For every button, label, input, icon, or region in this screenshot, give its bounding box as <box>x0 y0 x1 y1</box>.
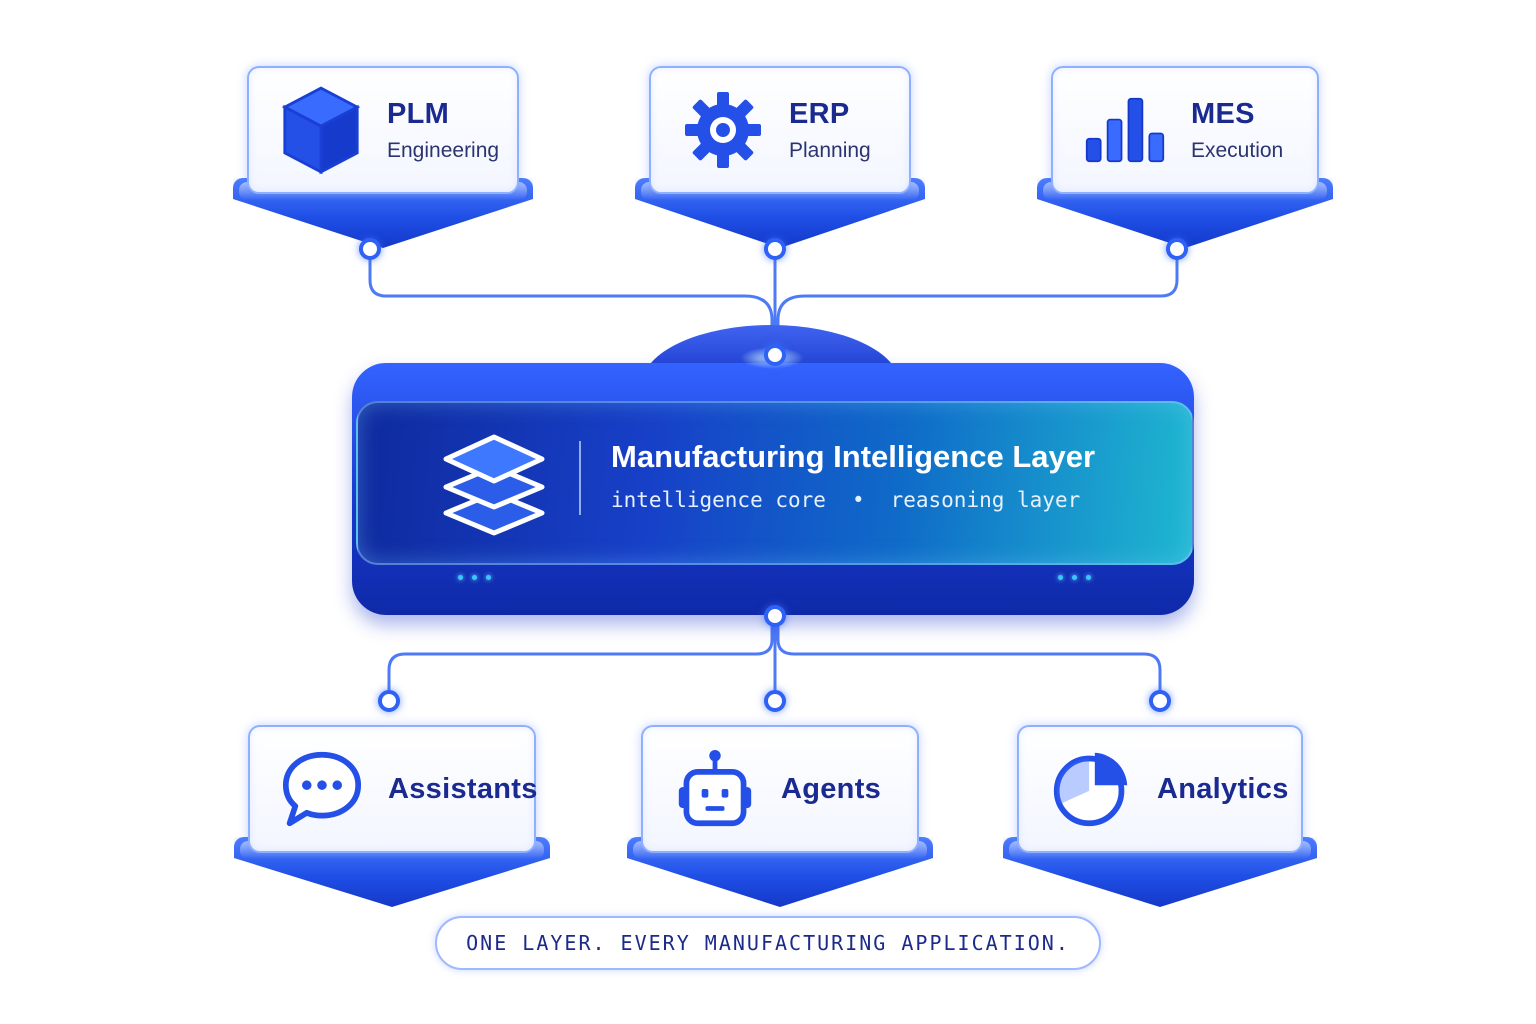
core-divider <box>579 441 581 515</box>
connector-dot-core-bottom <box>764 605 786 627</box>
core-tag-intelligence: intelligence core <box>611 488 826 512</box>
node-erp-subtitle: Planning <box>789 138 871 162</box>
node-plm-card: PLM Engineering <box>247 66 519 194</box>
node-agents-title: Agents <box>781 772 882 805</box>
node-agents[interactable]: Agents <box>627 725 933 915</box>
node-assistants-title: Assistants <box>388 772 538 805</box>
chat-bubble-icon <box>282 749 362 829</box>
robot-icon <box>675 749 755 829</box>
connector-dot-mes <box>1166 238 1188 260</box>
node-plm-title: PLM <box>387 97 450 130</box>
stacked-layers-icon <box>440 429 548 541</box>
connector-mes-core <box>776 252 1179 350</box>
connector-dot-analytics <box>1149 690 1171 712</box>
node-plm[interactable]: PLM Engineering <box>233 66 533 256</box>
core-status-leds-left <box>458 575 491 580</box>
connector-dot-assistants <box>378 690 400 712</box>
node-mes-card: MES Execution <box>1051 66 1319 194</box>
pie-chart-icon <box>1051 749 1131 829</box>
node-erp[interactable]: ERP Planning <box>635 66 925 256</box>
tagline-pill: ONE LAYER. EVERY MANUFACTURING APPLICATI… <box>435 916 1101 970</box>
node-analytics-title: Analytics <box>1157 772 1289 805</box>
gear-icon <box>683 90 763 170</box>
connector-core-assistants <box>387 622 774 697</box>
node-erp-title: ERP <box>789 97 850 130</box>
node-analytics-card: Analytics <box>1017 725 1303 853</box>
node-agents-card: Agents <box>641 725 919 853</box>
node-plm-subtitle: Engineering <box>387 138 500 162</box>
node-mes-title: MES <box>1191 97 1255 130</box>
connector-dot-erp <box>764 238 786 260</box>
core-status-leds-right <box>1058 575 1091 580</box>
core-tags: intelligence core • reasoning layer <box>611 488 1080 512</box>
core-tag-reasoning: reasoning layer <box>890 488 1081 512</box>
connector-dot-agents <box>764 690 786 712</box>
node-mes[interactable]: MES Execution <box>1037 66 1333 256</box>
connector-core-analytics <box>776 622 1162 697</box>
node-erp-card: ERP Planning <box>649 66 911 194</box>
connector-plm-core <box>368 252 774 350</box>
connector-dot-core-top <box>764 344 786 366</box>
connector-dot-plm <box>359 238 381 260</box>
cube-icon <box>281 86 361 175</box>
node-assistants[interactable]: Assistants <box>234 725 550 915</box>
core-tag-separator: • <box>851 488 865 512</box>
node-assistants-card: Assistants <box>248 725 538 853</box>
bar-chart-icon <box>1085 90 1165 170</box>
node-analytics[interactable]: Analytics <box>1003 725 1317 915</box>
core-title: Manufacturing Intelligence Layer <box>611 439 1096 474</box>
intelligence-layer[interactable]: Manufacturing Intelligence Layer intelli… <box>352 325 1194 617</box>
node-mes-subtitle: Execution <box>1191 138 1284 162</box>
